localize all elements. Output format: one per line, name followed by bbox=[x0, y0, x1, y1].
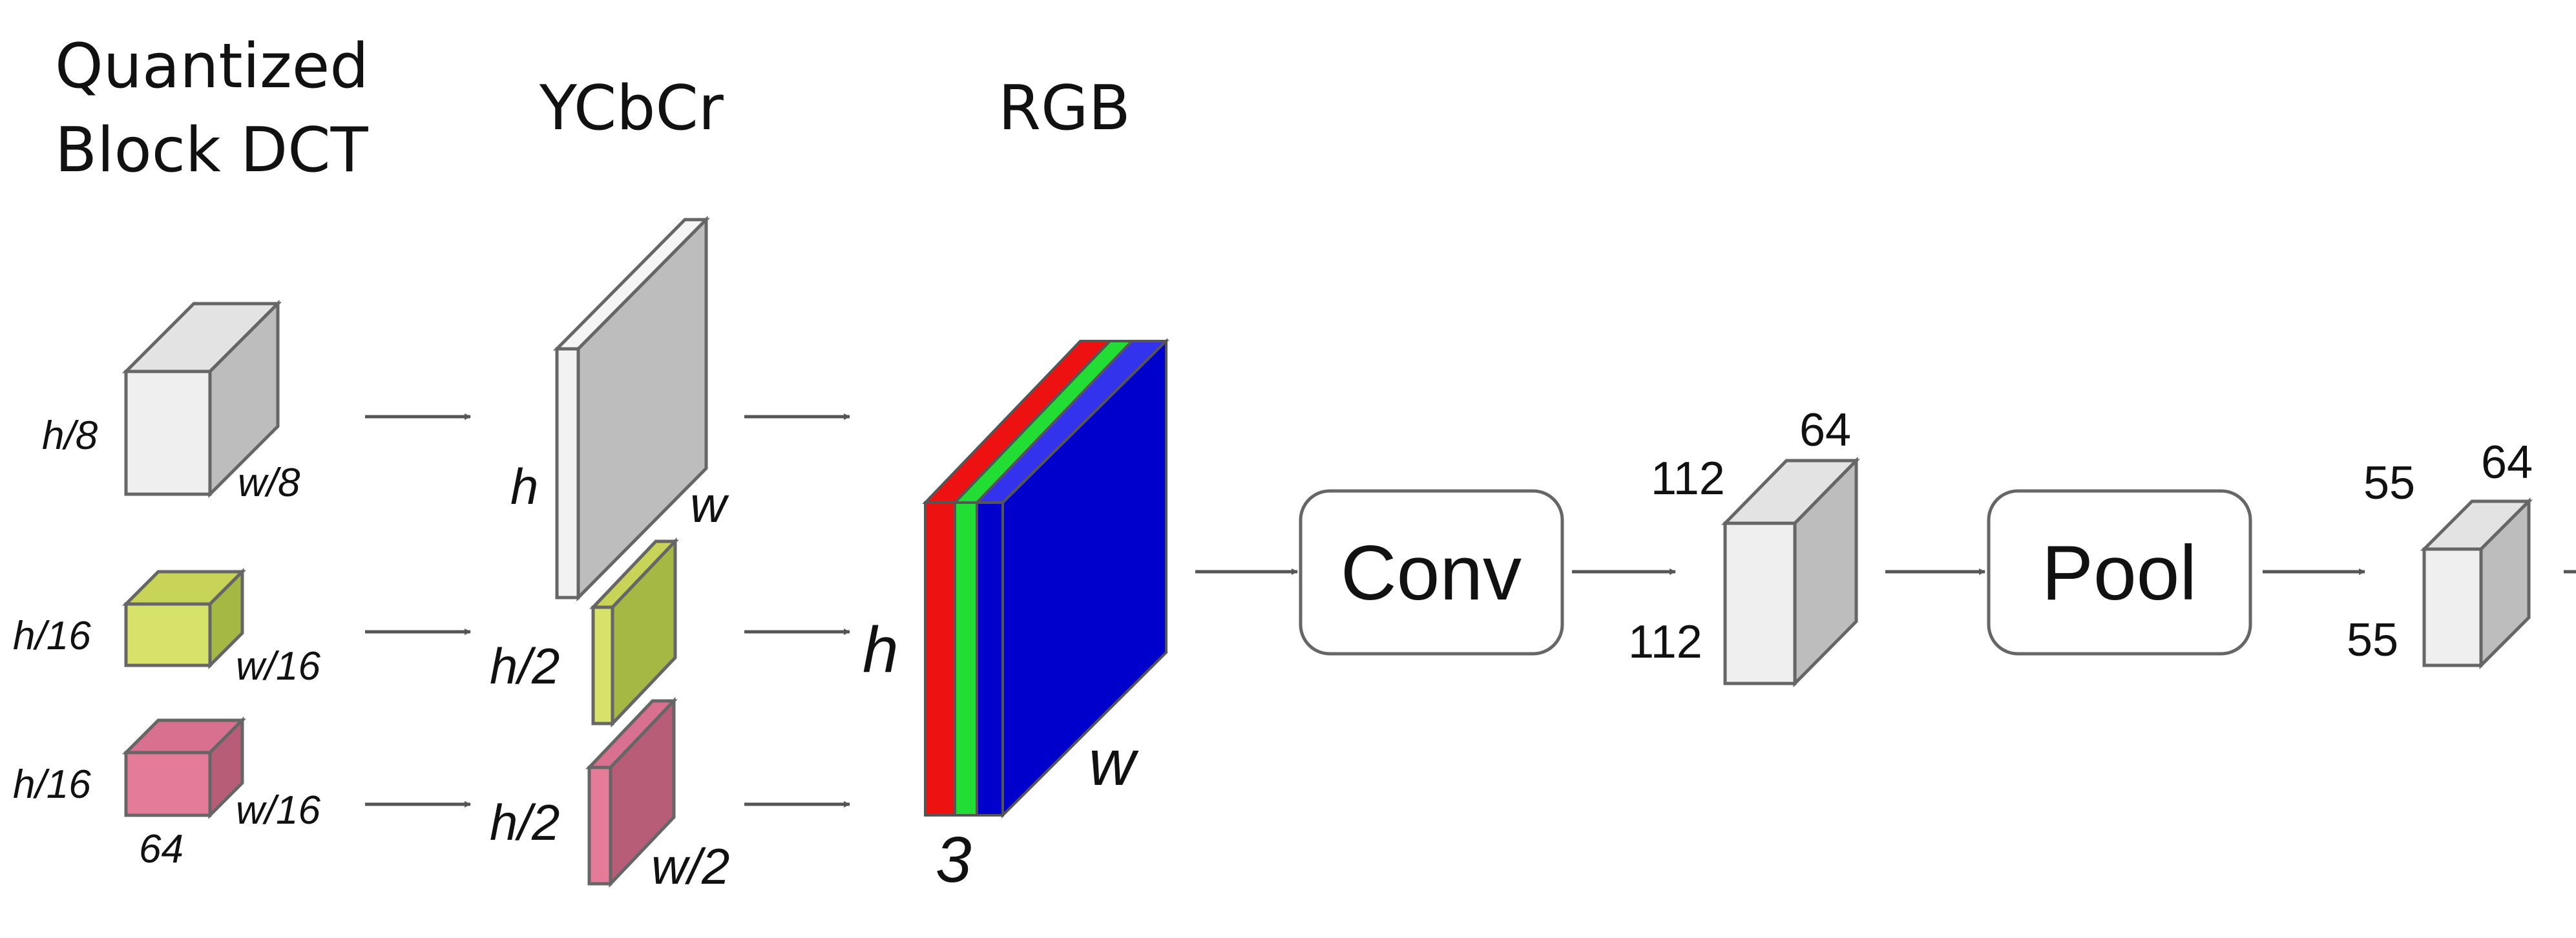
pool-output-width-label: 55 bbox=[2347, 614, 2398, 666]
conv-output-depth-label: 64 bbox=[1799, 404, 1851, 456]
dct-cb-block bbox=[121, 567, 247, 670]
conv-output-block bbox=[1721, 456, 1860, 688]
rgb-width-label: w bbox=[1089, 727, 1139, 799]
header-quantized: Quantized bbox=[55, 31, 369, 102]
dct-cr-width-label: w/16 bbox=[236, 788, 320, 833]
pool-output-height-label: 55 bbox=[2363, 457, 2415, 509]
dct-cr-height-label: h/16 bbox=[13, 762, 91, 807]
dct-cb-width-label: w/16 bbox=[236, 644, 320, 689]
rgb-channels-label: 3 bbox=[936, 824, 972, 896]
ycbcr-cr-plane bbox=[585, 696, 678, 888]
pool-op-box: Pool bbox=[1987, 489, 2252, 656]
rgb-height-label: h bbox=[863, 614, 899, 686]
header-ycbcr: YCbCr bbox=[539, 73, 724, 144]
conv-op-box: Conv bbox=[1299, 489, 1564, 656]
ycbcr-cr-height-label: h/2 bbox=[490, 794, 560, 851]
pool-output-depth-label: 64 bbox=[2481, 437, 2533, 488]
conv-output-height-label: 112 bbox=[1651, 453, 1725, 505]
ycbcr-cb-plane bbox=[589, 537, 679, 728]
rgb-volume bbox=[922, 338, 1169, 818]
header-block-dct: Block DCT bbox=[55, 115, 369, 186]
dct-cb-height-label: h/16 bbox=[13, 614, 91, 658]
dct-y-block bbox=[121, 299, 282, 499]
dct-y-height-label: h/8 bbox=[42, 413, 98, 458]
ycbcr-cb-height-label: h/2 bbox=[490, 638, 560, 694]
pool-output-block bbox=[2420, 497, 2533, 670]
dct-y-width-label: w/8 bbox=[238, 461, 300, 505]
ycbcr-cr-width-label: w/2 bbox=[651, 838, 729, 895]
header-rgb: RGB bbox=[998, 73, 1131, 144]
ycbcr-y-plane bbox=[553, 215, 710, 602]
dct-cr-block bbox=[121, 716, 247, 820]
conv-output-width-label: 112 bbox=[1628, 616, 1702, 668]
ycbcr-y-height-label: h bbox=[510, 458, 538, 515]
conv-op-label: Conv bbox=[1341, 530, 1522, 616]
dct-cr-depth-label: 64 bbox=[139, 827, 183, 871]
pool-op-label: Pool bbox=[2042, 530, 2197, 616]
ycbcr-y-width-label: w bbox=[690, 476, 729, 533]
